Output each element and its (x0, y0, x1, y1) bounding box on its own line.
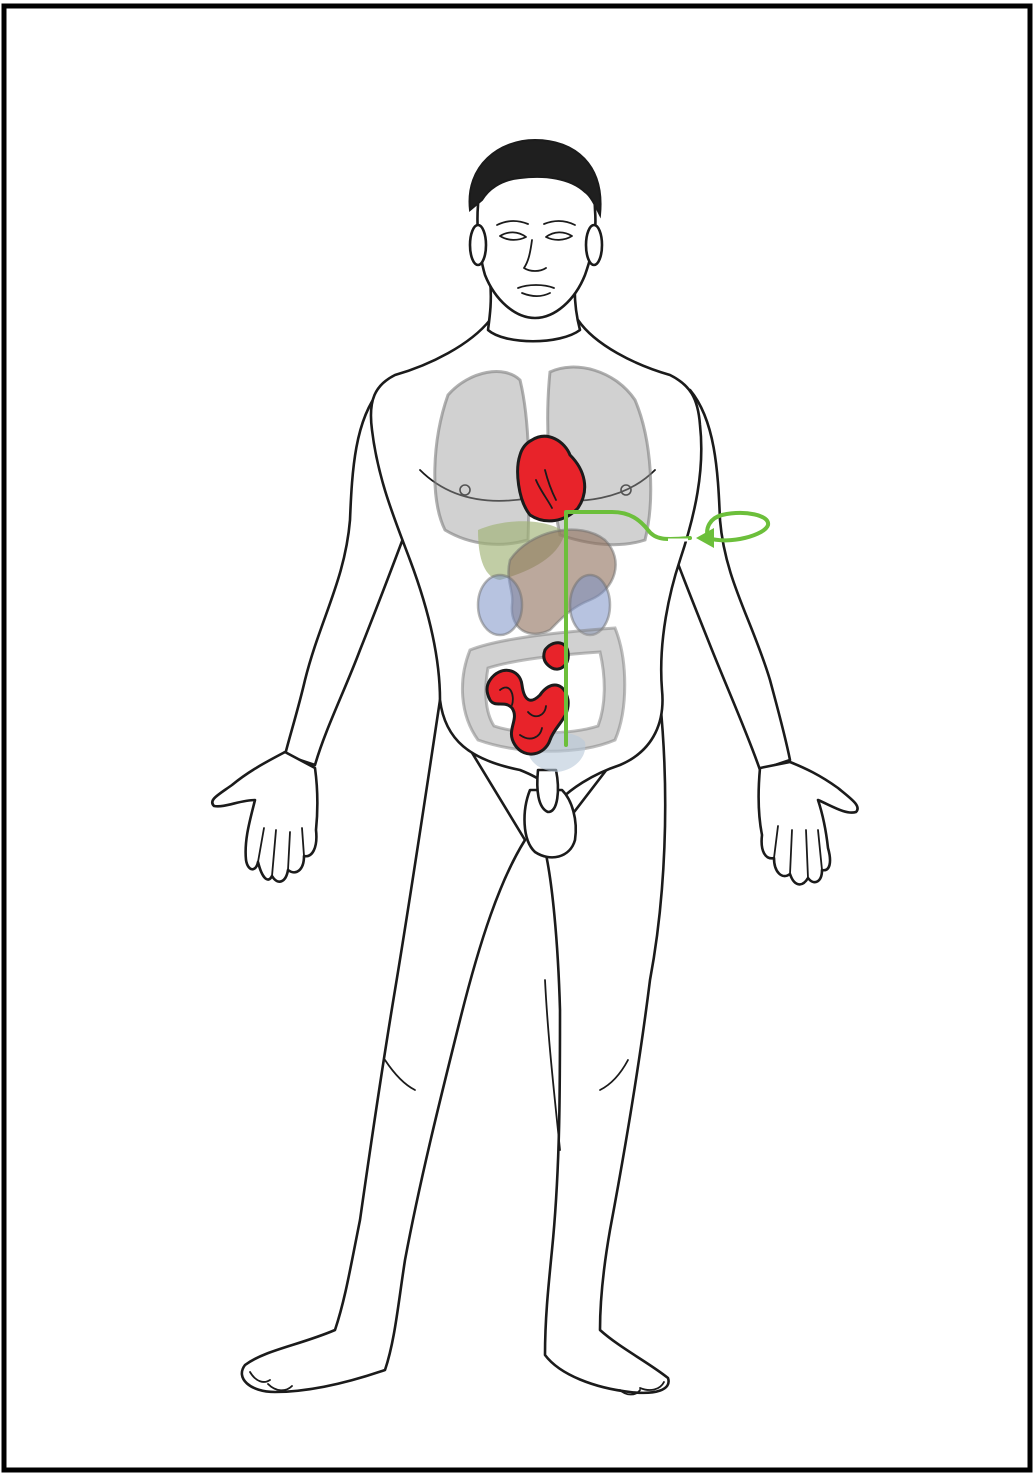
right-kidney (570, 575, 610, 635)
penis (537, 770, 558, 812)
left-hand (212, 752, 317, 882)
body-outline (212, 140, 857, 1395)
left-kidney (478, 575, 522, 635)
inner-thigh-line (545, 980, 560, 1150)
right-ear (586, 225, 602, 265)
left-lung (435, 372, 529, 545)
left-ear (470, 225, 486, 265)
